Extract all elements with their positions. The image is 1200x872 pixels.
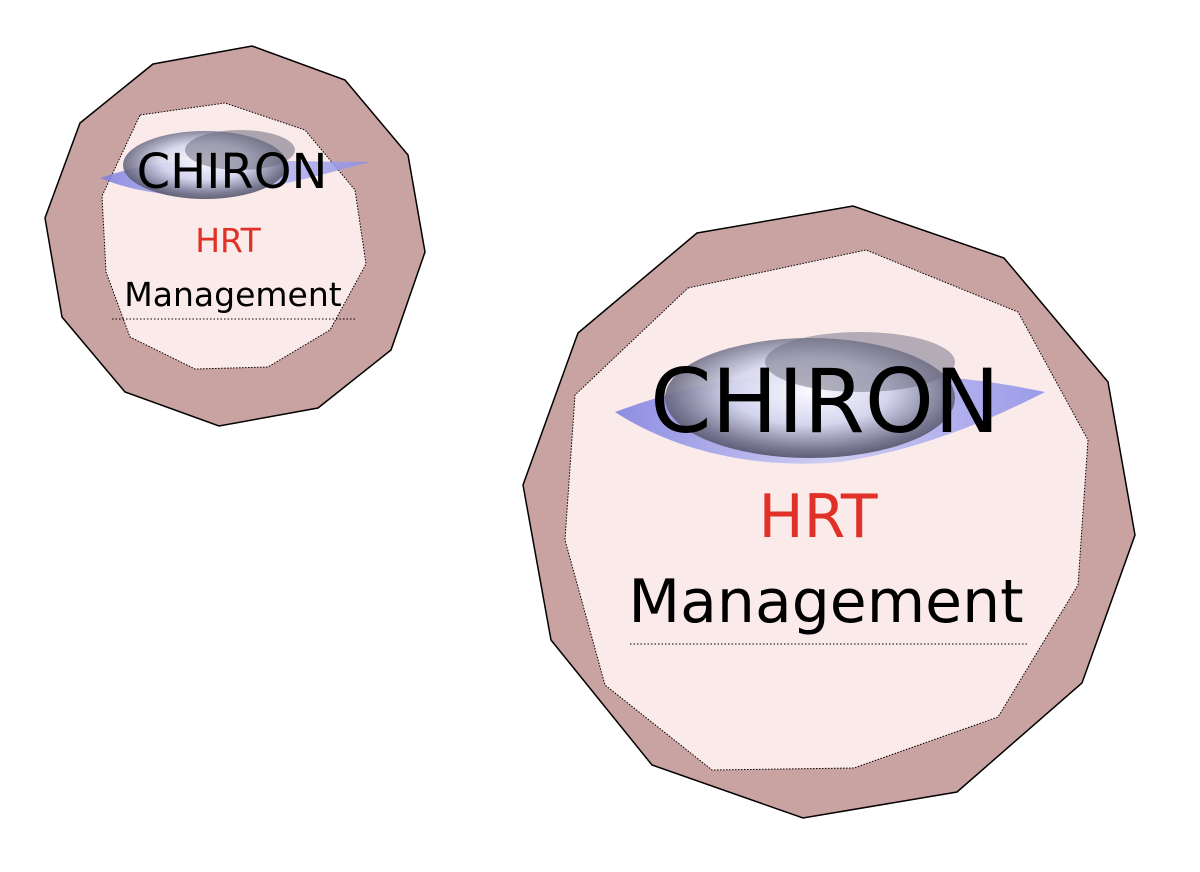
large-badge-title: CHIRON [650, 350, 1000, 453]
large-badge-caption: Management [628, 567, 1023, 637]
small-badge-subtitle: HRT [195, 221, 261, 260]
large-badge-subtitle: HRT [758, 482, 877, 552]
small-badge-cloud-icon [100, 130, 370, 199]
large-badge-cloud-icon [615, 332, 1045, 464]
small-badge-title: CHIRON [137, 144, 328, 200]
small-badge: CHIRON HRT Management [44, 45, 426, 427]
large-badge: CHIRON HRT Management [522, 205, 1136, 819]
small-badge-caption: Management [124, 275, 341, 314]
